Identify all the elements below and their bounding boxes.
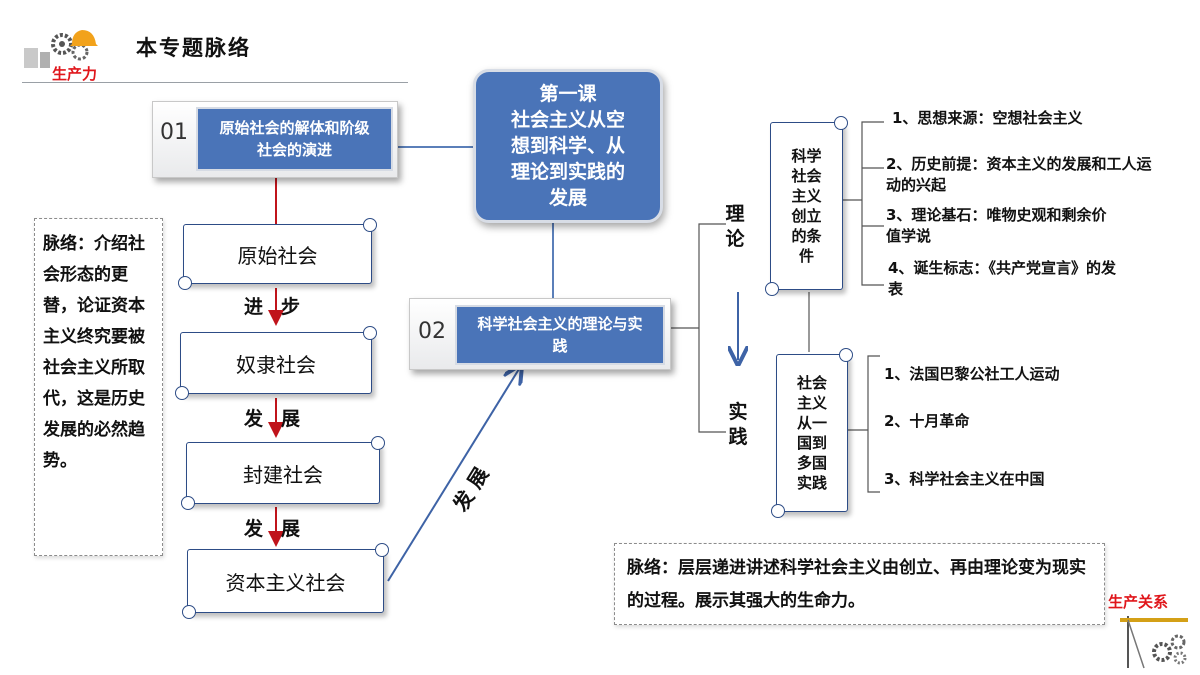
theory-conditions-scroll: 科学社会主义创立的条件: [765, 116, 848, 296]
theory-item-4: 4、诞生标志：《共产党宣言》的发表: [888, 259, 1116, 298]
practice-label: 实践: [728, 401, 748, 448]
practice-item-1: 1、法国巴黎公社工人运动: [884, 365, 1060, 383]
practice-item-3: 3、科学社会主义在中国: [884, 470, 1045, 488]
stage-primitive-society: 原始社会: [178, 218, 377, 290]
theory-item-2: 2、历史前提：资本主义的发展和工人运动的兴起: [886, 155, 1152, 194]
theory-label: 理论: [725, 203, 745, 250]
stage-connector-develop-2: 发展: [244, 518, 319, 540]
topic-02-box: 02 科学社会主义的理论与实践: [409, 298, 671, 370]
theory-conditions-text: 科学社会主义创立的条件: [791, 147, 822, 265]
stage-slave-society: 奴隶社会: [175, 326, 377, 400]
practice-item-2: 2、十月革命: [884, 412, 970, 430]
stage-connector-progress: 进步: [244, 296, 319, 318]
logo-bottom-text: 生产关系: [1108, 593, 1169, 611]
central-topic-line-4: 理论到实践的: [510, 161, 625, 183]
theory-item-3: 3、理论基石：唯物史观和剩余价值学说: [886, 206, 1107, 245]
header-logo: 生产力: [22, 26, 102, 84]
stage-capitalist-society: 资本主义社会: [182, 543, 389, 619]
develop-diagonal-arrow: [387, 369, 519, 582]
topic-01-number: 01: [160, 120, 188, 145]
topic-01-label: 原始社会的解体和阶级社会的演进: [198, 109, 391, 169]
header-divider: [22, 82, 408, 83]
central-topic: 第一课 社会主义从空 想到科学、从 理论到实践的 发展: [473, 69, 663, 223]
stage-connector-develop-1: 发展: [244, 408, 319, 430]
central-topic-line-5: 发展: [548, 187, 587, 209]
central-topic-line-3: 想到科学、从: [510, 135, 625, 157]
theory-item-1: 1、思想来源：空想社会主义: [892, 109, 1083, 127]
bottom-logo: 生产关系: [1108, 590, 1196, 672]
topic-01-box: 01 原始社会的解体和阶级社会的演进: [152, 101, 398, 178]
crane-gears-icon: [1120, 616, 1188, 669]
stage-feudal-society: 封建社会: [181, 436, 385, 510]
left-context-note: 脉络：介绍社会形态的更替，论证资本主义终究要被社会主义所取代，这是历史发展的必然…: [34, 218, 163, 556]
topic-02-label: 科学社会主义的理论与实践: [457, 307, 663, 363]
central-topic-line-2: 社会主义从空: [510, 109, 625, 131]
bottom-context-note: 脉络：层层递进讲述科学社会主义由创立、再由理论变为现实的过程。展示其强大的生命力…: [614, 543, 1105, 625]
central-topic-line-1: 第一课: [539, 83, 597, 105]
practice-scroll-text: 社会主义从一国到多国实践: [796, 374, 827, 492]
gears-logo-icon: [24, 30, 98, 68]
page-title: 本专题脉络: [136, 36, 251, 60]
topic-02-number: 02: [418, 319, 446, 344]
logo-top-text: 生产力: [52, 65, 98, 83]
practice-scroll: 社会主义从一国到多国实践: [771, 348, 853, 518]
